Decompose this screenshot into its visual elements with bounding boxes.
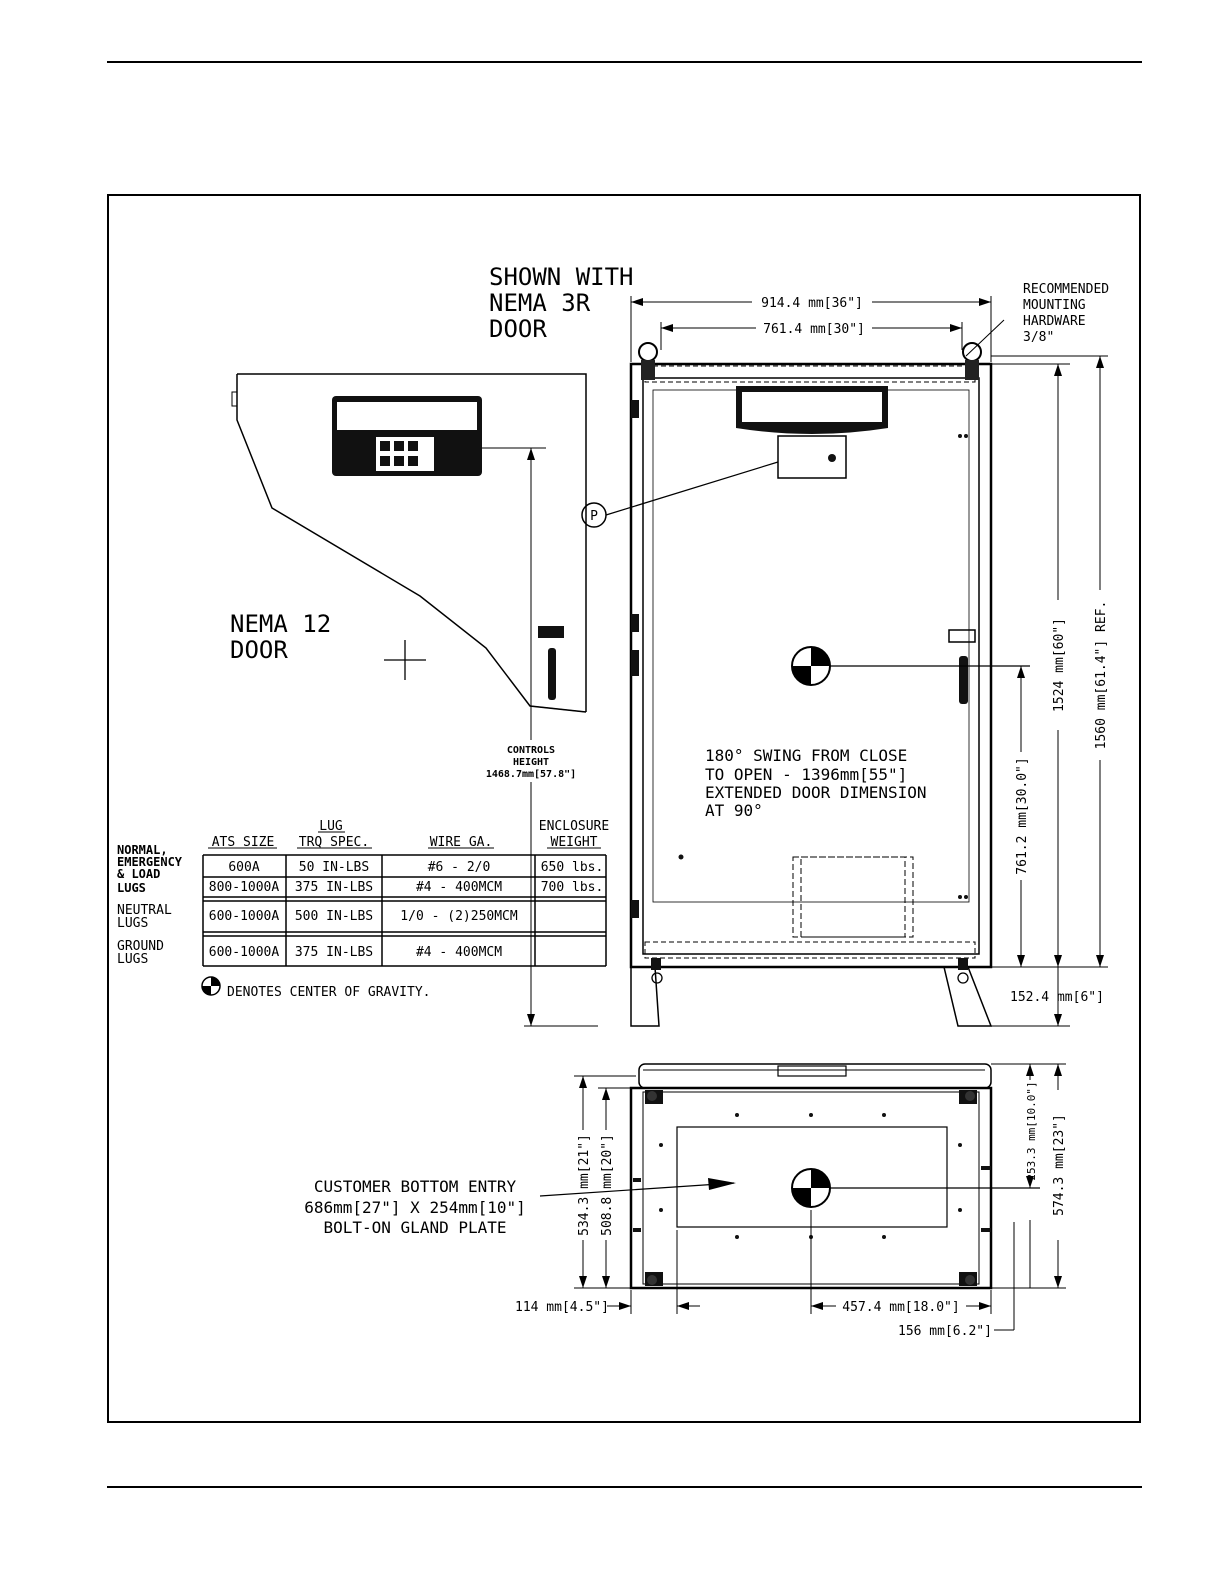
row2-weight: 700 lbs. <box>541 880 604 895</box>
dim-width-156: 156 mm[6.2"] <box>898 1324 992 1339</box>
front-elevation-view <box>581 342 1030 1027</box>
swing-note-4: AT 90° <box>705 801 763 820</box>
width-dimensions <box>630 296 1005 362</box>
bottom-entry-2: 686mm[27"] X 254mm[10"] <box>304 1198 526 1217</box>
row4-ats: 600-1000A <box>209 945 280 960</box>
group-ground-2: LUGS <box>117 952 148 967</box>
swing-note-3: EXTENDED DOOR DIMENSION <box>705 783 927 802</box>
row1-wire: #6 - 2/0 <box>428 860 491 875</box>
dim-depth-574: 574.3 mm[23"] <box>1052 1114 1067 1216</box>
drawing-frame <box>107 194 1141 1423</box>
nema3r-label-1: SHOWN WITH <box>489 263 634 291</box>
group-normal-1: NORMAL, <box>117 843 168 857</box>
swing-note-1: 180° SWING FROM CLOSE <box>705 746 907 765</box>
row1-weight: 650 lbs. <box>541 860 604 875</box>
row3-ats: 600-1000A <box>209 909 280 924</box>
callout-p: P <box>590 509 598 524</box>
dim-height-761: 761.2 mm[30.0"] <box>1015 757 1030 874</box>
nema12-label-2: DOOR <box>230 636 288 664</box>
mounting-hardware-4: 3/8" <box>1023 330 1054 345</box>
cog-legend-icon <box>201 976 221 996</box>
lug-spec-table <box>202 831 607 967</box>
dim-depth-508: 508.8 mm[20"] <box>600 1134 615 1236</box>
group-neutral-1: NEUTRAL <box>117 903 172 918</box>
nema12-label-1: NEMA 12 <box>230 610 331 638</box>
header-ats-size: ATS SIZE <box>212 835 275 850</box>
header-lug: LUG <box>319 819 343 834</box>
mounting-hardware-2: MOUNTING <box>1023 298 1086 313</box>
controls-height-2: HEIGHT <box>513 757 549 768</box>
nema12-door-view <box>231 373 598 1027</box>
row3-wire: 1/0 - (2)250MCM <box>400 909 518 924</box>
bottom-plan-view <box>539 1063 1066 1331</box>
dim-depth-534: 534.3 mm[21"] <box>577 1134 592 1236</box>
controls-height-3: 1468.7mm[57.8"] <box>486 769 576 780</box>
bottom-entry-3: BOLT-ON GLAND PLATE <box>323 1218 506 1237</box>
dim-width-inner: 761.4 mm[30"] <box>763 322 865 337</box>
controls-height-1: CONTROLS <box>507 745 555 756</box>
bottom-entry-1: CUSTOMER BOTTOM ENTRY <box>314 1177 517 1196</box>
group-normal-3: & LOAD <box>117 867 160 881</box>
cog-legend-text: DENOTES CENTER OF GRAVITY. <box>227 985 431 1000</box>
nema3r-label-3: DOOR <box>489 315 547 343</box>
group-normal-2: EMERGENCY <box>117 855 183 869</box>
dim-leg-height: 152.4 mm[6"] <box>1010 990 1104 1005</box>
mounting-hardware-1: RECOMMENDED <box>1023 282 1109 297</box>
dim-height-1524: 1524 mm[60"] <box>1052 618 1067 712</box>
row2-trq: 375 IN-LBS <box>295 880 373 895</box>
dim-width-114: 114 mm[4.5"] <box>515 1300 609 1315</box>
group-neutral-2: LUGS <box>117 916 148 931</box>
row2-wire: #4 - 400MCM <box>416 880 502 895</box>
dim-depth-253: 253.3 mm[10.0"] <box>1025 1081 1038 1180</box>
header-wire-ga: WIRE GA. <box>430 835 493 850</box>
mounting-hardware-3: HARDWARE <box>1023 314 1086 329</box>
row1-ats: 600A <box>228 860 259 875</box>
swing-note-2: TO OPEN - 1396mm[55"] <box>705 765 907 784</box>
row3-trq: 500 IN-LBS <box>295 909 373 924</box>
dim-width-outer: 914.4 mm[36"] <box>761 296 863 311</box>
group-ground-1: GROUND <box>117 939 164 954</box>
row4-wire: #4 - 400MCM <box>416 945 502 960</box>
group-normal-4: LUGS <box>117 881 146 895</box>
header-weight: WEIGHT <box>551 835 598 850</box>
header-trq-spec: TRQ SPEC. <box>299 835 369 850</box>
row4-trq: 375 IN-LBS <box>295 945 373 960</box>
dim-width-457: 457.4 mm[18.0"] <box>842 1300 959 1315</box>
row2-ats: 800-1000A <box>209 880 280 895</box>
row1-trq: 50 IN-LBS <box>299 860 369 875</box>
header-enclosure: ENCLOSURE <box>539 819 609 834</box>
dim-height-1560: 1560 mm[61.4"] REF. <box>1094 601 1109 750</box>
height-dimensions <box>991 355 1108 1027</box>
nema3r-label-2: NEMA 3R <box>489 289 591 317</box>
